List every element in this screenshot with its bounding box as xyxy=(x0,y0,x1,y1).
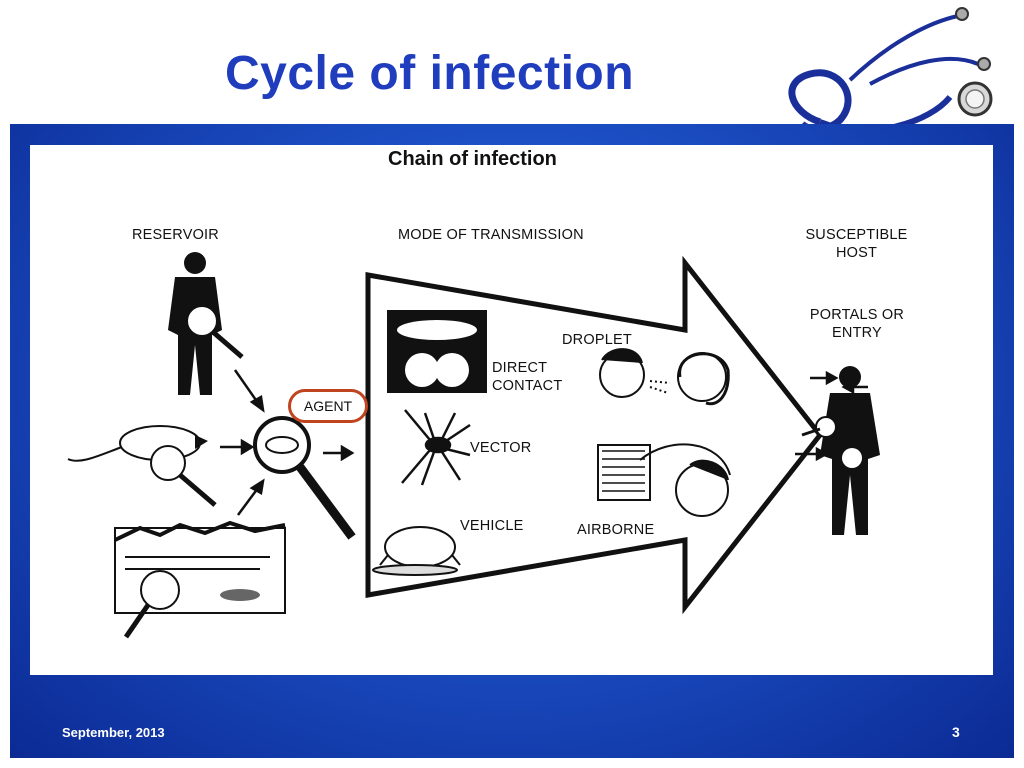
reservoir-label: RESERVOIR xyxy=(132,227,219,243)
chain-of-infection-figure: Chain of infection RESERVOIR MODE OF TRA… xyxy=(30,145,993,675)
stethoscope-icon xyxy=(788,7,993,134)
droplet-faces-icon xyxy=(599,348,730,406)
spider-icon xyxy=(401,409,471,486)
slide-title: Cycle of infection xyxy=(225,47,635,100)
footer-date: September, 2013 xyxy=(62,725,165,740)
diagram-title: Chain of infection xyxy=(388,148,557,170)
diagram-drawing xyxy=(67,252,880,639)
droplet-label: DROPLET xyxy=(562,332,632,348)
susceptible-host-label: SUSCEPTIBLE HOST xyxy=(805,227,908,261)
susceptible-host-person-icon xyxy=(801,366,880,535)
vector-label: VECTOR xyxy=(470,440,532,456)
agent-magnifying-glass-icon xyxy=(253,416,356,540)
reservoir-person-icon xyxy=(168,252,244,395)
airborne-icon xyxy=(597,443,731,517)
pond-icon xyxy=(114,520,286,639)
page-number: 3 xyxy=(952,724,960,740)
direct-contact-icon xyxy=(387,310,487,393)
chicken-icon xyxy=(372,526,461,576)
agent-label: AGENT xyxy=(288,389,368,423)
airborne-label: AIRBORNE xyxy=(577,522,655,538)
direct-contact-label: DIRECT CONTACT xyxy=(492,360,563,394)
rat-icon xyxy=(67,425,217,507)
vehicle-label: VEHICLE xyxy=(460,518,524,534)
transmission-label: MODE OF TRANSMISSION xyxy=(398,227,584,243)
portals-of-entry-label: PORTALS OR ENTRY xyxy=(809,307,905,341)
